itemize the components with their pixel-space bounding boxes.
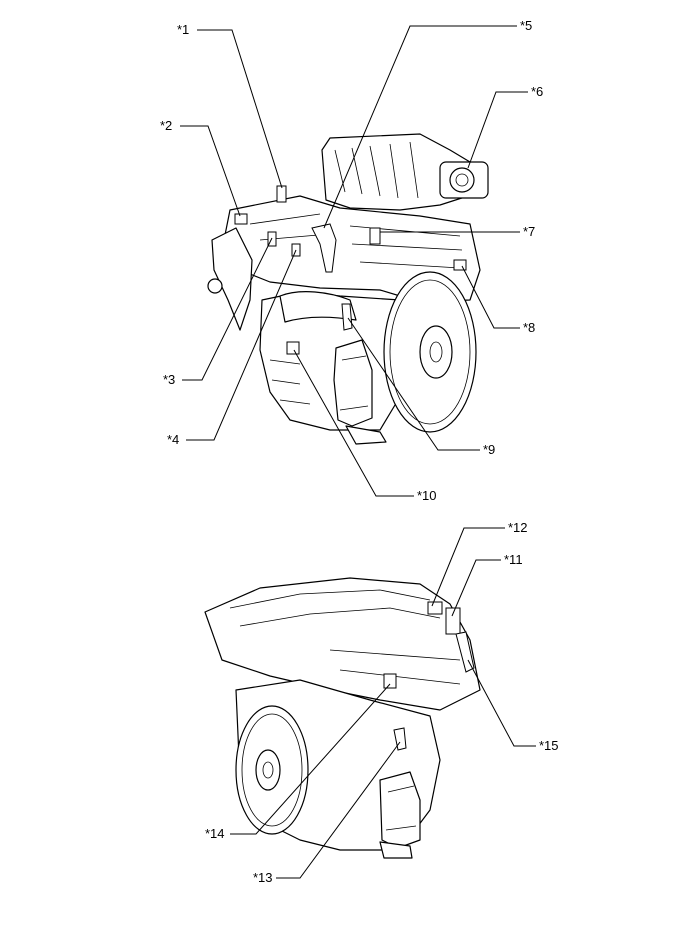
part-13: [393, 727, 407, 751]
callout-14: *14: [205, 826, 225, 841]
callout-labels: *1 *2 *3 *4 *5 *6 *7 *8 *9 *10 *11 *12 *…: [160, 18, 559, 885]
engine-illustration-top: [207, 133, 489, 445]
part-2: [234, 213, 248, 225]
callout-2: *2: [160, 118, 172, 133]
callout-6: *6: [531, 84, 543, 99]
part-11: [445, 607, 461, 635]
callout-10: *10: [417, 488, 437, 503]
callout-12: *12: [508, 520, 528, 535]
part-12: [427, 601, 443, 615]
flywheel-top: [383, 271, 477, 433]
catalytic-converter-top: [333, 339, 387, 445]
part-9: [341, 303, 353, 331]
callout-8: *8: [523, 320, 535, 335]
part-14: [383, 673, 397, 689]
engine-illustration-bottom: [204, 577, 481, 859]
part-7: [369, 227, 381, 245]
part-10: [286, 341, 300, 355]
callout-15: *15: [539, 738, 559, 753]
callout-13: *13: [253, 870, 273, 885]
throttle-body: [439, 161, 489, 199]
flywheel-bottom: [235, 705, 309, 835]
callout-9: *9: [483, 442, 495, 457]
part-8: [453, 259, 467, 271]
leader-lines: [180, 25, 536, 879]
callout-7: *7: [523, 224, 535, 239]
callout-11: *11: [504, 552, 523, 567]
catalytic-converter-bottom: [379, 771, 421, 859]
callout-1: *1: [177, 22, 189, 37]
callout-5: *5: [520, 18, 532, 33]
ignition-coil-part-5: [311, 223, 337, 273]
part-1: [276, 185, 287, 203]
callout-3: *3: [163, 372, 175, 387]
callout-4: *4: [167, 432, 179, 447]
